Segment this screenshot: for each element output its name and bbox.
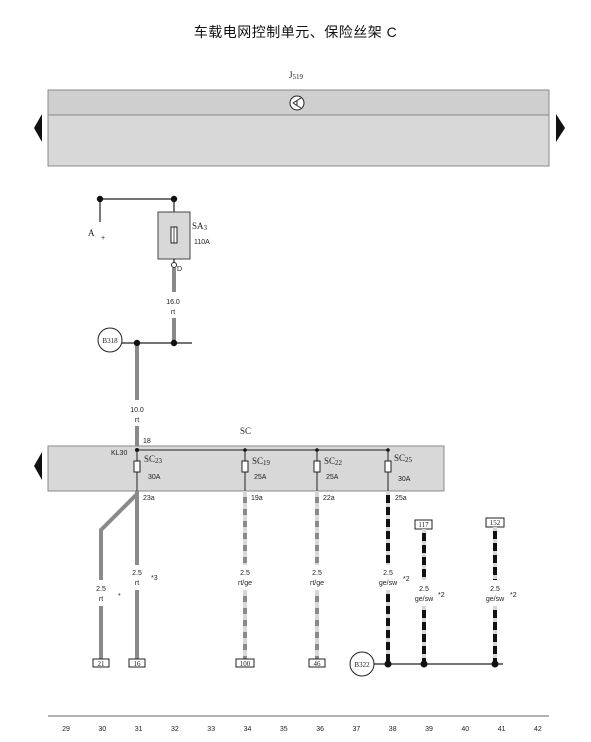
fuse-sc19[interactable] [241,448,249,491]
wire-21-gauge: 2.5 [96,586,106,593]
scale-number: 37 [353,726,361,733]
scale-numbers: 29 30 31 32 33 34 35 36 37 38 39 40 41 42 [62,726,542,733]
wire-10-gauge: 10.0 [130,407,144,414]
b322-label: B322 [354,661,370,669]
scale-number: 38 [389,726,397,733]
fuse-sc25[interactable] [384,448,392,491]
wire-100-color: rt/ge [238,580,252,587]
wire-46-color: rt/ge [310,580,324,587]
sa3-terminal [171,262,177,268]
continue-left-arrow-icon[interactable] [34,452,42,480]
fuse-sc22-rating: 25A [326,474,339,481]
scale-number: 30 [98,726,106,733]
scale-number: 35 [280,726,288,733]
fuse-sc19-label: SC19 [252,456,271,467]
scale-number: 40 [461,726,469,733]
scale-number: 41 [498,726,506,733]
fuse-sc23-rating: 30A [148,474,161,481]
sc-pin-label: 18 [143,438,151,445]
scale-number: 29 [62,726,70,733]
ref-21-box[interactable] [92,658,110,668]
wire-117-note: *2 [438,592,445,599]
ref-100-label: 100 [240,660,251,668]
junction-dot [96,195,104,203]
ref-46-label: 46 [314,660,322,668]
wire-16-gauge: 16.0 [166,299,180,306]
point-a-mark: + [101,235,105,242]
fuse-sc23[interactable] [133,448,141,491]
junction-dot [384,660,392,668]
wire-100-gauge: 2.5 [240,570,250,577]
sa3-label: SA3 [192,221,208,232]
fuse-sc19-rating: 25A [254,474,267,481]
fuse-sc22[interactable] [313,448,321,491]
wire-16b-gauge: 2.5 [132,570,142,577]
wire-16b-color: rt [135,580,139,587]
wire-152-gauge: 2.5 [490,586,500,593]
junction-dot [420,660,428,668]
fuse-sc22-pin: 22a [323,495,335,502]
scale-number: 32 [171,726,179,733]
wire-sc25-color: ge/sw [379,580,398,587]
fuse-sc25-label: SC25 [394,453,413,464]
wire-21-color: rt [99,596,103,603]
scale-number: 36 [316,726,324,733]
ref-117-label: 117 [418,521,429,529]
scale-number: 31 [135,726,143,733]
junction-dot [133,339,141,347]
wire-46-gauge: 2.5 [312,570,322,577]
wire-to-21 [99,491,139,580]
wire-16b-note: *3 [151,575,158,582]
point-a-label: A [88,228,95,238]
scale-number: 34 [244,726,252,733]
ref-16-box[interactable] [128,658,146,668]
ref-21-label: 21 [98,660,106,668]
wire-sc25-gauge: 2.5 [383,570,393,577]
scale-number: 39 [425,726,433,733]
fuse-sc23-label: SC23 [144,454,163,465]
sc-label: SC [240,426,251,436]
b318-label: B318 [102,337,118,345]
scale-number: 33 [207,726,215,733]
ref-152-label: 152 [490,519,501,527]
sa3-terminal-label: D [177,266,182,273]
fuse-sc22-label: SC22 [324,456,343,467]
wire-21-note: * [118,593,121,600]
continue-right-arrow-icon[interactable] [556,114,565,142]
fuse-sc19-pin: 19a [251,495,263,502]
wire-10-color: rt [135,417,139,424]
module-label: J519 [289,70,304,81]
b318-connector[interactable] [97,327,123,353]
scale-number: 42 [534,726,542,733]
wire-117-color: ge/sw [415,596,434,603]
continue-left-arrow-icon[interactable] [34,114,42,142]
wire-152-color: ge/sw [486,596,505,603]
junction-dot [170,339,178,347]
wire-152-note: *2 [510,592,517,599]
control-unit-top-strip [47,89,550,116]
ref-16-label: 16 [134,660,142,668]
wire-117-gauge: 2.5 [419,586,429,593]
ground-symbol-icon [289,95,305,111]
wire-16-color: rt [171,309,175,316]
ref-100-box[interactable] [235,658,255,668]
fuse-sc25-rating: 30A [398,476,411,483]
fuse-sc23-pin: 23a [143,495,155,502]
ref-46-box[interactable] [308,658,326,668]
sa3-rating: 110A [194,239,210,246]
diagram-title: 车载电网控制单元、保险丝架 C [193,24,398,40]
kl30-label: KL30 [111,450,127,457]
wire-sc25-note: *2 [403,576,410,583]
junction-dot [491,660,499,668]
fuse-sc25-pin: 25a [395,495,407,502]
